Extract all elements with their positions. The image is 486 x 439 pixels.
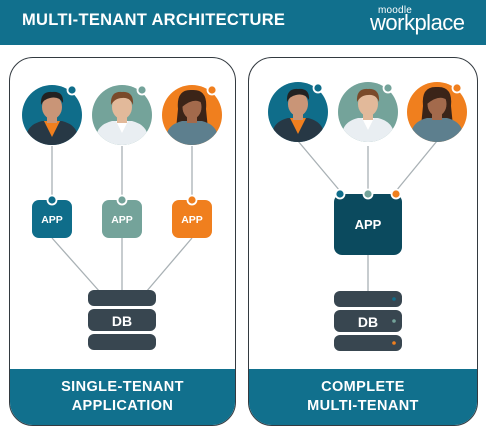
single-tenant-caption-line2: APPLICATION xyxy=(71,398,174,414)
avatar-5-dot xyxy=(382,82,394,94)
header-bar: MULTI-TENANT ARCHITECTURE moodle workpla… xyxy=(0,0,486,45)
single-tenant-caption: SINGLE-TENANT APPLICATION xyxy=(10,369,235,425)
app-box-1: APP xyxy=(32,194,72,238)
database-icon-right: DB xyxy=(334,291,402,351)
single-tenant-caption-line1: SINGLE-TENANT xyxy=(61,379,184,395)
tenant-avatar-6 xyxy=(407,82,467,142)
database-right-label: DB xyxy=(358,314,378,330)
logo-workplace-text: workplace xyxy=(370,10,465,35)
avatar-2-dot xyxy=(136,84,148,96)
database-left-label: DB xyxy=(112,313,132,329)
tenant-avatar-3 xyxy=(162,85,222,145)
tenant-avatar-1 xyxy=(22,85,82,145)
left-connectors xyxy=(51,146,193,293)
avatar-3-dot xyxy=(206,84,218,96)
multi-tenant-caption-line1: COMPLETE xyxy=(321,379,405,395)
avatar-1-dot xyxy=(66,84,78,96)
app-box-2: APP xyxy=(102,194,142,238)
app-box-1-label: APP xyxy=(41,214,63,226)
app-box-2-label: APP xyxy=(111,214,133,226)
right-connectors xyxy=(297,140,438,291)
tenant-avatar-4 xyxy=(268,82,328,142)
database-icon-left: DB xyxy=(88,290,156,350)
shared-app-box: APP xyxy=(334,188,402,255)
page-title: MULTI-TENANT ARCHITECTURE xyxy=(22,11,286,29)
multi-tenant-caption: COMPLETE MULTI-TENANT xyxy=(249,369,477,425)
app-box-3: APP xyxy=(172,194,212,238)
avatar-6-dot xyxy=(451,82,463,94)
logo-moodle-text: moodle xyxy=(378,5,412,16)
avatar-4-dot xyxy=(312,82,324,94)
multi-tenant-caption-line2: MULTI-TENANT xyxy=(307,398,419,414)
tenant-avatar-2 xyxy=(92,85,152,145)
shared-app-label: APP xyxy=(355,217,382,232)
app-box-3-label: APP xyxy=(181,214,203,226)
tenant-avatar-5 xyxy=(338,82,398,142)
